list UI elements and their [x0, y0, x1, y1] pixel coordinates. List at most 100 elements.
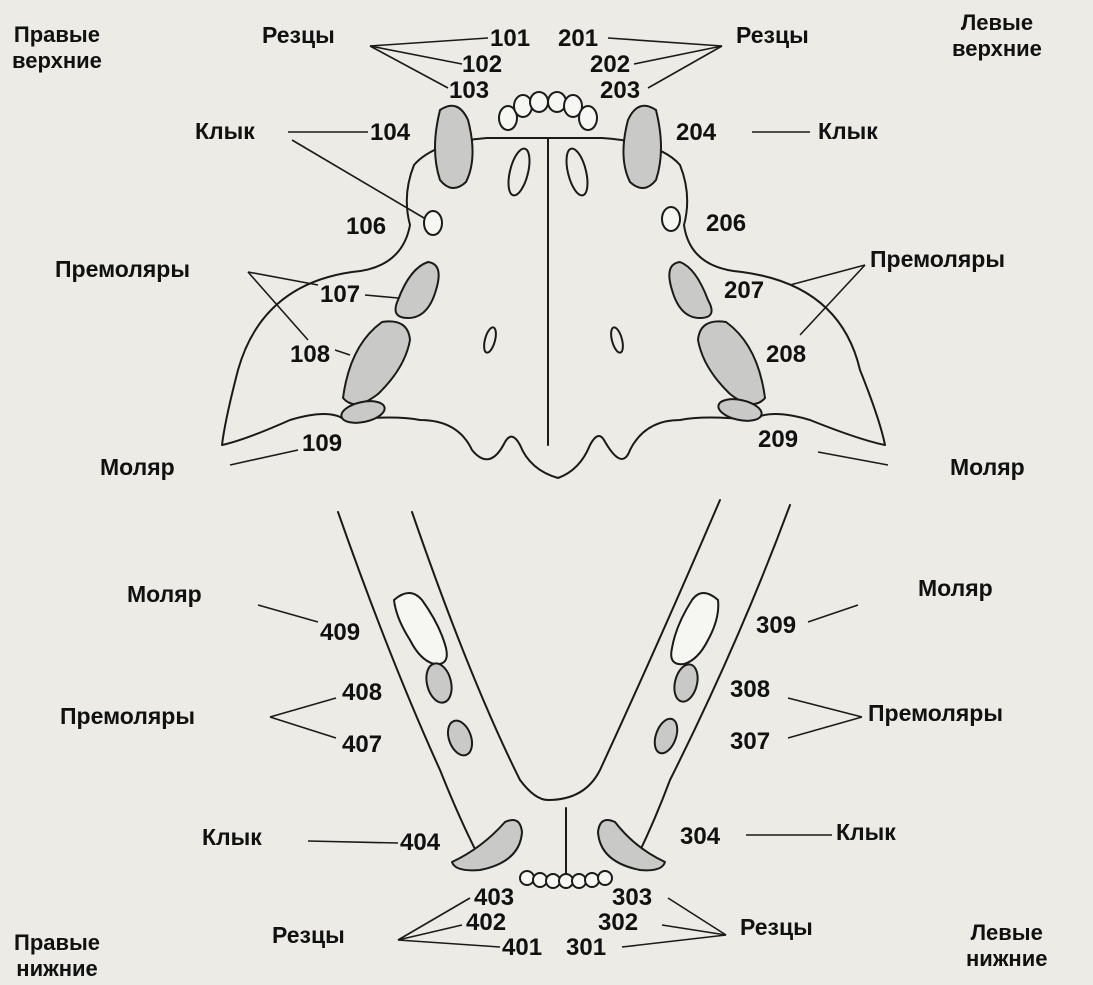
leader-line: [292, 140, 424, 218]
premolar-208: [698, 321, 765, 404]
leader-line: [788, 717, 862, 738]
leader-line: [662, 925, 726, 935]
incisors-label-lower-left: Резцы: [740, 916, 813, 939]
leader-line: [622, 935, 726, 947]
tooth-number: 206: [706, 212, 746, 236]
tooth-number: 302: [598, 911, 638, 935]
lower-left-quadrant-label: Левые нижние: [966, 920, 1047, 972]
leader-lines: [230, 38, 888, 947]
tooth-number: 107: [320, 283, 360, 307]
tooth-number: 209: [758, 428, 798, 452]
lower-right-quadrant-label: Правые нижние: [14, 930, 100, 982]
foramen: [482, 326, 498, 354]
corner-line-2: верхние: [952, 36, 1042, 62]
premolar-308: [671, 662, 702, 704]
leader-line: [270, 717, 336, 738]
molar-label-upper-right: Моляр: [100, 456, 175, 479]
leader-line: [648, 46, 722, 88]
foramen: [504, 147, 533, 198]
premolars-label-upper-right: Премоляры: [55, 258, 190, 281]
lower-incisor: [546, 874, 560, 888]
leader-line: [808, 605, 858, 622]
leader-line: [668, 898, 726, 935]
leader-line: [790, 265, 865, 285]
premolar-106: [424, 211, 442, 235]
leader-line: [398, 940, 500, 947]
tooth-number: 303: [612, 886, 652, 910]
premolar-408: [423, 661, 456, 706]
leader-line: [634, 46, 722, 64]
tooth-number: 301: [566, 936, 606, 960]
corner-line-1: Левые: [952, 10, 1042, 36]
leader-line: [370, 46, 448, 88]
corner-line-2: верхние: [12, 48, 102, 74]
tooth-number: 103: [449, 79, 489, 103]
premolars-label-lower-right: Премоляры: [60, 705, 195, 728]
lower-canine-left: [598, 820, 665, 870]
leader-line: [608, 38, 722, 46]
lower-incisor: [572, 874, 586, 888]
leader-line: [398, 898, 470, 940]
molar-label-lower-left: Моляр: [918, 577, 993, 600]
canine-label-upper-left: Клык: [818, 120, 878, 143]
upper-incisor: [514, 95, 532, 117]
canine-label-lower-left: Клык: [836, 821, 896, 844]
tooth-number: 308: [730, 678, 770, 702]
upper-left-quadrant-label: Левые верхние: [952, 10, 1042, 62]
upper-incisor: [579, 106, 597, 130]
leader-line: [258, 605, 318, 622]
tooth-number: 104: [370, 121, 410, 145]
lower-incisor: [520, 871, 534, 885]
premolar-207: [669, 262, 711, 318]
corner-line-2: нижние: [14, 956, 100, 982]
canine-label-upper-right: Клык: [195, 120, 255, 143]
tooth-number: 307: [730, 730, 770, 754]
leader-line: [370, 46, 462, 64]
lower-incisor: [559, 874, 573, 888]
tooth-number: 102: [462, 53, 502, 77]
tooth-number: 201: [558, 27, 598, 51]
leader-line: [788, 698, 862, 717]
leader-line: [270, 698, 336, 717]
leader-line: [308, 841, 398, 843]
leader-line: [335, 350, 350, 355]
tooth-number: 403: [474, 886, 514, 910]
tooth-number: 208: [766, 343, 806, 367]
corner-line-2: нижние: [966, 946, 1047, 972]
upper-right-quadrant-label: Правые верхние: [12, 22, 102, 74]
premolar-107: [396, 262, 439, 318]
tooth-number: 106: [346, 215, 386, 239]
leader-line: [800, 265, 865, 335]
lower-incisor: [598, 871, 612, 885]
tooth-number: 109: [302, 432, 342, 456]
premolar-307: [650, 716, 681, 757]
foramen: [562, 147, 591, 198]
tooth-number: 408: [342, 681, 382, 705]
tooth-number: 309: [756, 614, 796, 638]
corner-line-1: Правые: [14, 930, 100, 956]
tooth-number: 401: [502, 936, 542, 960]
tooth-number: 204: [676, 121, 716, 145]
tooth-number: 207: [724, 279, 764, 303]
lower-canine-right: [452, 820, 522, 870]
leader-line: [365, 295, 398, 298]
leader-line: [230, 450, 298, 465]
upper-canine-right: [435, 106, 473, 188]
corner-line-1: Левые: [966, 920, 1047, 946]
tooth-number: 407: [342, 733, 382, 757]
lower-incisor: [585, 873, 599, 887]
premolars-label-upper-left: Премоляры: [870, 248, 1005, 271]
premolar-108: [343, 321, 410, 404]
molar-409: [394, 593, 447, 664]
tooth-number: 203: [600, 79, 640, 103]
premolars-label-lower-left: Премоляры: [868, 702, 1003, 725]
corner-line-1: Правые: [12, 22, 102, 48]
foramen: [609, 326, 625, 354]
upper-incisor: [530, 92, 548, 112]
premolar-206: [662, 207, 680, 231]
tooth-number: 101: [490, 27, 530, 51]
incisors-label-upper-right: Резцы: [262, 24, 335, 47]
tooth-number: 404: [400, 831, 440, 855]
